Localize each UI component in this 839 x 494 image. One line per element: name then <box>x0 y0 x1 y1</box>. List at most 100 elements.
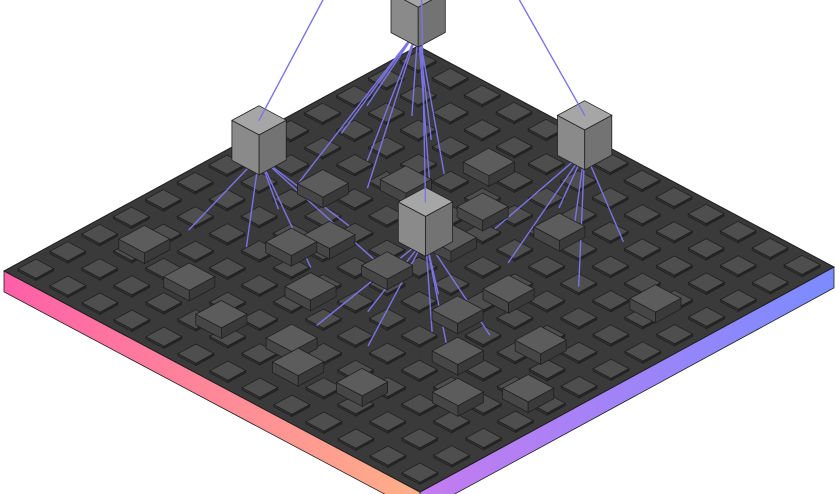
pad-face-top <box>400 393 439 415</box>
pad-face-top <box>623 238 662 259</box>
raised-block-face-top <box>335 367 389 397</box>
pad-face-top <box>335 85 374 106</box>
pad-face-top <box>305 377 343 398</box>
pad <box>241 377 279 401</box>
pad-face-top <box>208 188 246 210</box>
pad <box>623 169 661 193</box>
pad-face-top <box>687 203 725 224</box>
pad-face-top <box>623 169 661 190</box>
pad-face-top <box>719 255 757 276</box>
pad-face-top <box>176 240 215 261</box>
pad-face-top <box>463 84 501 105</box>
root-link-line <box>420 0 427 203</box>
pad-face-top <box>431 102 469 123</box>
pad <box>303 137 342 160</box>
pad <box>591 187 629 210</box>
pad-face-top <box>495 136 533 157</box>
pad <box>273 394 311 418</box>
pad <box>559 238 598 262</box>
link-line <box>417 28 432 141</box>
pad <box>81 258 119 281</box>
pad-face-top <box>495 239 534 260</box>
pad-face-top <box>495 101 533 122</box>
pad-face-top <box>623 204 661 225</box>
pad <box>400 325 439 348</box>
pad-face-top <box>177 343 215 364</box>
pad-face-top <box>240 274 279 295</box>
pad-face-top <box>369 411 407 432</box>
link-line <box>366 28 419 189</box>
pad <box>337 428 375 452</box>
raised-block-face-top <box>271 347 325 377</box>
pad-face-top <box>17 258 55 279</box>
raised-block-face-top <box>532 212 586 241</box>
pad-face-top <box>241 377 279 398</box>
pad <box>80 223 119 247</box>
pad <box>145 326 183 350</box>
raised-block <box>271 347 325 387</box>
pad <box>81 292 119 316</box>
pad-face-top <box>208 223 247 244</box>
pad-face-top <box>591 187 629 208</box>
pad-face-top <box>560 375 598 397</box>
pad-face-top <box>592 324 630 345</box>
pad <box>113 275 151 298</box>
pad <box>367 136 406 160</box>
raised-block-face-top <box>431 295 484 324</box>
pad-face-top <box>464 256 502 277</box>
pad <box>687 203 725 227</box>
pad-face-top <box>527 256 566 277</box>
pad <box>560 341 598 365</box>
pad <box>401 428 439 451</box>
raised-block <box>431 336 485 376</box>
pad-face-top <box>655 221 693 242</box>
hub-top-cube-face-left <box>390 0 419 48</box>
raised-block-face-top <box>501 374 555 403</box>
pad-face-top <box>144 189 183 210</box>
raised-block-face-top <box>514 325 568 355</box>
raised-block-face-top <box>456 192 510 221</box>
pad <box>336 188 374 211</box>
pad-face-top <box>49 241 87 262</box>
link-line <box>367 237 427 347</box>
pad-face-top <box>496 307 534 328</box>
pad <box>176 171 214 195</box>
pad <box>431 170 470 194</box>
pad-face-top <box>401 462 439 483</box>
raised-block <box>431 295 484 335</box>
pad <box>591 290 630 313</box>
pad <box>527 256 566 279</box>
pad <box>401 462 439 486</box>
pad-face-top <box>591 255 630 276</box>
raised-block-face-top <box>162 262 216 291</box>
raised-block <box>514 325 568 366</box>
pad-face-top <box>176 206 215 227</box>
pad <box>369 445 407 469</box>
pad-face-top <box>337 428 375 449</box>
pad <box>592 324 630 347</box>
pad <box>369 411 407 434</box>
pad <box>144 189 183 212</box>
pad <box>623 238 662 262</box>
block-layer <box>117 0 682 417</box>
pad <box>336 325 375 349</box>
raised-block-face-top <box>264 227 318 256</box>
link-line <box>494 150 586 229</box>
pad <box>560 375 598 399</box>
pad-face-top <box>751 237 789 258</box>
pad-face-top <box>528 358 566 380</box>
link-line <box>366 28 419 161</box>
raised-block-face-top <box>284 272 337 301</box>
pad-face-top <box>400 290 438 312</box>
pad-face-top <box>336 325 375 346</box>
raised-block <box>532 212 586 252</box>
pad <box>464 256 502 279</box>
pad-face-top <box>81 258 119 279</box>
raised-block <box>456 192 510 232</box>
pad <box>528 290 566 313</box>
pad <box>368 342 407 366</box>
pad <box>655 324 694 347</box>
raised-block <box>296 169 350 209</box>
pad <box>591 255 630 279</box>
